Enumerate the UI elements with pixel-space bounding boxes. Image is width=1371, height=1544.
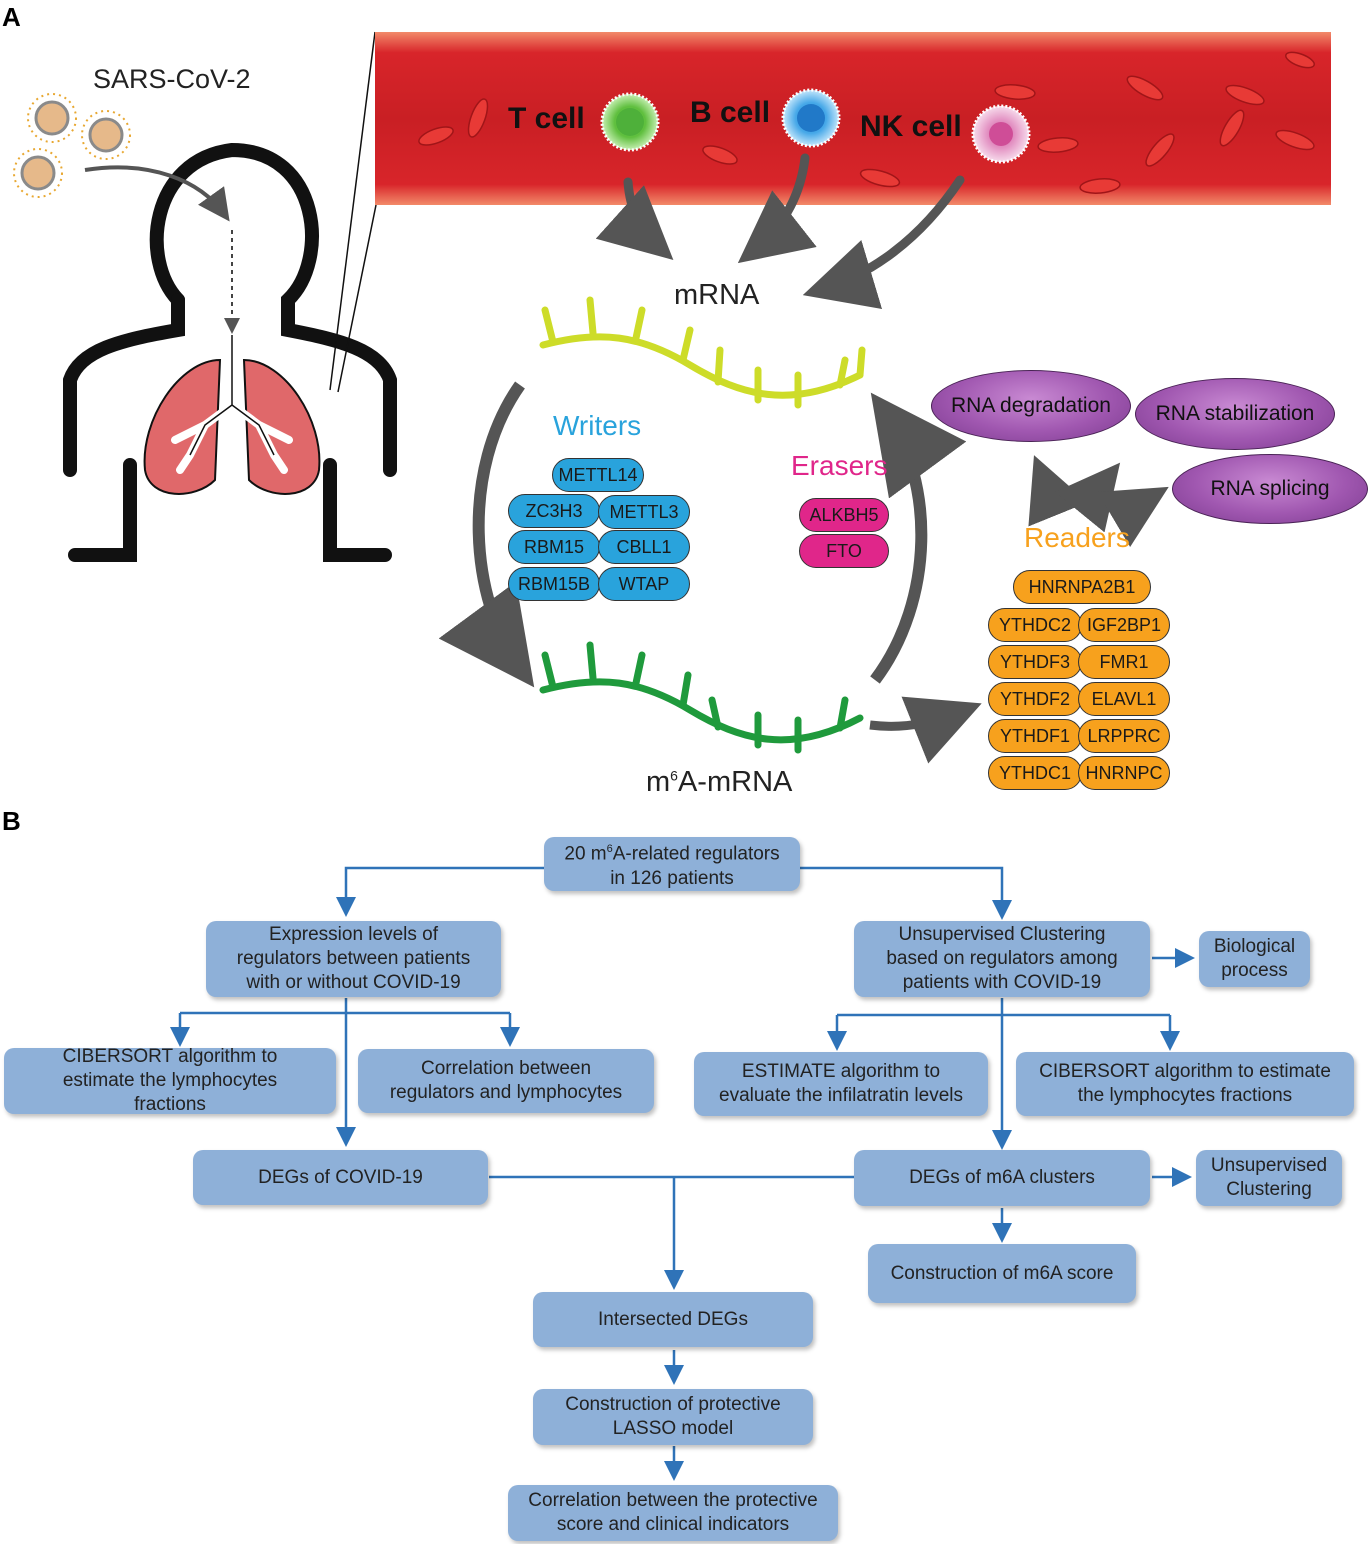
flow-degs-m6a: DEGs of m6A clusters — [854, 1150, 1150, 1206]
flow-biological-process: Biological process — [1199, 931, 1310, 987]
writer-pill: CBLL1 — [598, 530, 690, 564]
erasers-title: Erasers — [791, 450, 888, 481]
writers-title: Writers — [553, 410, 642, 441]
flowchart-connectors — [170, 866, 1195, 1481]
reader-pill: LRPPRC — [1078, 719, 1170, 753]
flow-unsupervised-clustering: Unsupervised Clustering based on regulat… — [854, 921, 1150, 997]
readers-title: Readers — [1024, 522, 1130, 553]
red-blood-cells — [418, 51, 1315, 194]
flow-degs-covid: DEGs of COVID-19 — [193, 1150, 488, 1205]
reader-pill: ELAVL1 — [1078, 682, 1170, 716]
nk-cell-label: NK cell — [860, 110, 962, 143]
flow-m6a-score: Construction of m6A score — [868, 1244, 1136, 1303]
reader-pill: HNRNPA2B1 — [1013, 570, 1151, 604]
flow-cibersort-2: CIBERSORT algorithm to estimate the lymp… — [1016, 1052, 1354, 1116]
outcome-rna-stabilization: RNA stabilization — [1135, 378, 1335, 450]
mrna-label: mRNA — [674, 279, 760, 311]
writer-pill: METTL3 — [598, 495, 690, 529]
reader-pill: YTHDF1 — [988, 719, 1082, 753]
m6a-mrna-label: m6A-mRNA — [646, 766, 793, 798]
panel-b-label: B — [2, 806, 21, 836]
eraser-pill: FTO — [799, 534, 889, 568]
flow-cibersort-1: CIBERSORT algorithm to estimate the lymp… — [4, 1046, 336, 1115]
reader-pill: YTHDC2 — [988, 608, 1082, 642]
flow-estimate: ESTIMATE algorithm to evaluate the infil… — [694, 1052, 988, 1116]
flow-correlation-regulators: Correlation between regulators and lymph… — [358, 1049, 654, 1113]
flow-correlation-clinical: Correlation between the protective score… — [508, 1485, 838, 1541]
flow-lasso: Construction of protective LASSO model — [533, 1389, 813, 1445]
reader-pill: FMR1 — [1078, 645, 1170, 679]
outcome-rna-degradation: RNA degradation — [931, 370, 1131, 442]
eraser-pill: ALKBH5 — [799, 498, 889, 532]
virus-particle-icon — [13, 93, 131, 198]
writer-pill: METTL14 — [552, 458, 644, 492]
t-cell-label: T cell — [508, 102, 585, 135]
virus-label: SARS-CoV-2 — [93, 64, 251, 94]
flow-intersected-degs: Intersected DEGs — [533, 1292, 813, 1347]
reader-pill: YTHDC1 — [988, 756, 1082, 790]
blood-vessel — [375, 32, 1331, 205]
writer-pill: ZC3H3 — [508, 494, 600, 528]
flow-unsupervised-2: Unsupervised Clustering — [1196, 1150, 1342, 1206]
panel-a-label: A — [2, 2, 21, 32]
writer-pill: WTAP — [598, 567, 690, 601]
reader-pill: YTHDF2 — [988, 682, 1082, 716]
m6a-mrna-strand — [539, 641, 864, 754]
mrna-strand — [539, 296, 866, 409]
b-cell-label: B cell — [690, 96, 771, 129]
writer-pill: RBM15 — [508, 530, 600, 564]
writer-pill: RBM15B — [508, 567, 600, 601]
lungs-icon — [143, 331, 321, 495]
reader-pill: IGF2BP1 — [1078, 608, 1170, 642]
reader-pill: HNRNPC — [1078, 756, 1170, 790]
outcome-rna-splicing: RNA splicing — [1172, 454, 1368, 524]
reader-pill: YTHDF3 — [988, 645, 1082, 679]
flow-expression-levels: Expression levels of regulators between … — [206, 921, 501, 997]
